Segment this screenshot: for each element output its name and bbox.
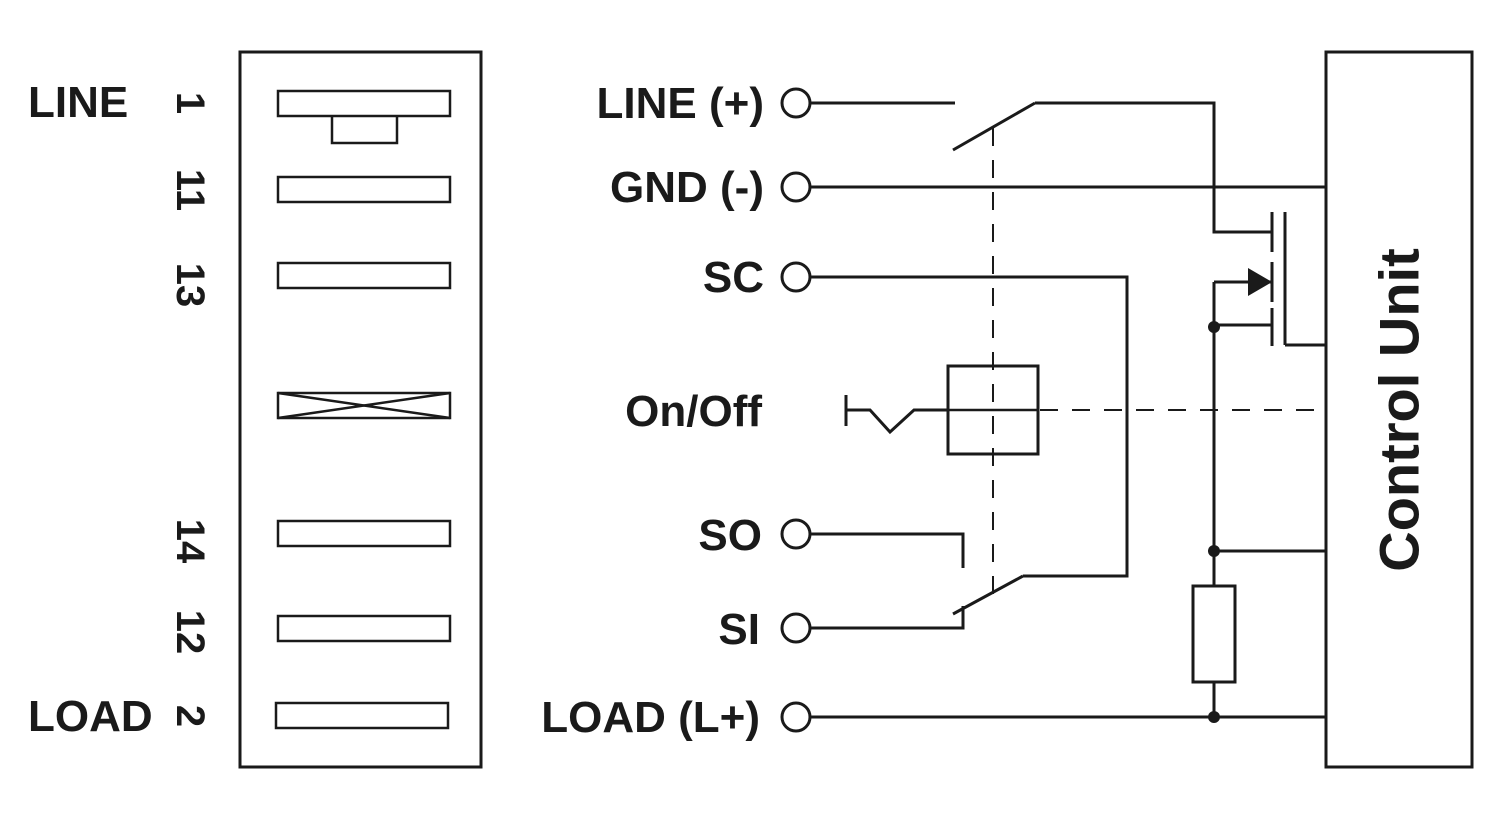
on-off-actuator bbox=[844, 364, 1040, 456]
mosfet-symbol bbox=[1214, 212, 1326, 347]
wire-sc bbox=[811, 275, 1129, 578]
label-sc: SC bbox=[703, 253, 764, 302]
terminal-slot-1-tab bbox=[330, 116, 399, 145]
pin-number-2: 2 bbox=[168, 705, 212, 727]
terminal-slot-2 bbox=[274, 701, 450, 730]
switch-si-contact bbox=[952, 574, 1024, 616]
label-on-off: On/Off bbox=[625, 387, 762, 436]
block-label-load: LOAD bbox=[28, 692, 153, 741]
mosfet-arrow-icon bbox=[1248, 268, 1272, 296]
wire-so bbox=[811, 532, 965, 568]
terminal-slot-11 bbox=[276, 175, 452, 204]
pin-number-1: 1 bbox=[168, 92, 212, 114]
block-label-line: LINE bbox=[28, 78, 128, 127]
label-si: SI bbox=[718, 605, 760, 654]
label-so: SO bbox=[698, 511, 762, 560]
terminal-gnd-minus[interactable] bbox=[780, 171, 812, 203]
wire-si bbox=[811, 606, 965, 630]
label-line-plus: LINE (+) bbox=[597, 79, 764, 128]
mechanical-linkage bbox=[992, 128, 1326, 600]
label-gnd-minus: GND (-) bbox=[610, 163, 764, 212]
terminal-slot-14 bbox=[276, 519, 452, 548]
terminal-block: LINE LOAD 1 11 13 14 12 2 bbox=[28, 50, 483, 769]
junction-dots bbox=[1208, 321, 1220, 723]
terminal-labels: LINE (+) GND (-) SC On/Off SO SI LOAD (L… bbox=[541, 79, 764, 742]
pin-number-11: 11 bbox=[168, 169, 212, 211]
terminal-slot-13 bbox=[276, 261, 452, 290]
terminal-so[interactable] bbox=[780, 518, 812, 550]
label-load-l-plus: LOAD (L+) bbox=[541, 693, 760, 742]
terminal-circles bbox=[780, 87, 812, 733]
resistor bbox=[1191, 584, 1237, 684]
terminal-block-frame bbox=[238, 50, 483, 769]
wire-line-to-mosfet bbox=[1035, 101, 1272, 234]
control-unit-box bbox=[1324, 50, 1474, 769]
terminal-load-l-plus[interactable] bbox=[780, 701, 812, 733]
pin-number-13: 13 bbox=[168, 263, 212, 308]
pin-number-12: 12 bbox=[168, 610, 212, 655]
terminal-slot-1 bbox=[276, 89, 452, 118]
switch-line-contact bbox=[952, 101, 1036, 152]
terminal-si[interactable] bbox=[780, 612, 812, 644]
terminal-sc[interactable] bbox=[780, 261, 812, 293]
terminal-slot-12 bbox=[276, 614, 452, 643]
terminal-line-plus[interactable] bbox=[780, 87, 812, 119]
control-unit: Control Unit bbox=[1324, 50, 1474, 769]
terminal-slot-crossed bbox=[276, 391, 452, 420]
control-unit-label: Control Unit bbox=[1368, 248, 1431, 571]
pin-number-14: 14 bbox=[168, 519, 212, 564]
